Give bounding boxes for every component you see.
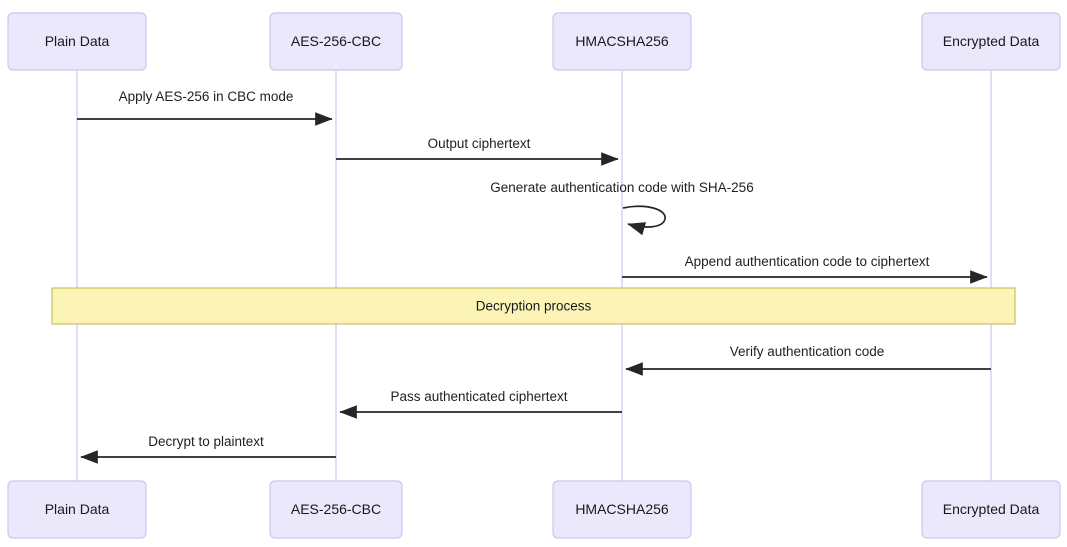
participant-label: HMACSHA256 xyxy=(575,501,669,517)
lifelines xyxy=(76,71,992,481)
participant-box[interactable] xyxy=(921,12,1061,71)
participant-box[interactable] xyxy=(7,12,147,71)
participant-label: Encrypted Data xyxy=(943,33,1040,49)
message-apply-aes[interactable]: Apply AES-256 in CBC mode xyxy=(77,89,333,126)
participant-top-hmacsha256[interactable]: HMACSHA256 xyxy=(552,12,692,71)
participant-box[interactable] xyxy=(269,12,403,71)
message-label: Generate authentication code with SHA-25… xyxy=(490,180,753,195)
message-label: Apply AES-256 in CBC mode xyxy=(119,89,294,104)
note-box xyxy=(51,287,1016,325)
participants-top: Plain Data AES-256-CBC HMACSHA256 Encryp… xyxy=(7,12,1061,71)
participant-label: Plain Data xyxy=(45,501,110,517)
participant-label: Plain Data xyxy=(45,33,110,49)
participant-bottom-encrypted-data[interactable]: Encrypted Data xyxy=(921,480,1061,539)
message-label: Output ciphertext xyxy=(428,136,531,151)
participant-top-plain-data[interactable]: Plain Data xyxy=(7,12,147,71)
participant-box[interactable] xyxy=(269,480,403,539)
message-decrypt-to-plaintext[interactable]: Decrypt to plaintext xyxy=(80,434,336,464)
message-generate-auth-code[interactable]: Generate authentication code with SHA-25… xyxy=(490,180,754,236)
message-label: Decrypt to plaintext xyxy=(148,434,264,449)
message-verify-auth-code[interactable]: Verify authentication code xyxy=(625,344,991,376)
participant-bottom-hmacsha256[interactable]: HMACSHA256 xyxy=(552,480,692,539)
participant-box[interactable] xyxy=(7,480,147,539)
message-output-ciphertext[interactable]: Output ciphertext xyxy=(336,136,619,166)
participant-bottom-plain-data[interactable]: Plain Data xyxy=(7,480,147,539)
note-label: Decryption process xyxy=(476,299,592,314)
participant-label: AES-256-CBC xyxy=(291,33,381,49)
participant-box[interactable] xyxy=(552,480,692,539)
participant-box[interactable] xyxy=(552,12,692,71)
participant-top-aes-256-cbc[interactable]: AES-256-CBC xyxy=(269,12,403,71)
message-pass-authenticated-ciphertext[interactable]: Pass authenticated ciphertext xyxy=(339,389,622,419)
note-decryption-process: Decryption process xyxy=(51,287,1016,325)
self-loop-arrow[interactable] xyxy=(622,205,666,236)
message-label: Pass authenticated ciphertext xyxy=(390,389,567,404)
participants-bottom: Plain Data AES-256-CBC HMACSHA256 Encryp… xyxy=(7,480,1061,539)
participant-label: HMACSHA256 xyxy=(575,33,669,49)
message-label: Verify authentication code xyxy=(730,344,885,359)
participant-top-encrypted-data[interactable]: Encrypted Data xyxy=(921,12,1061,71)
participant-box[interactable] xyxy=(921,480,1061,539)
participant-bottom-aes-256-cbc[interactable]: AES-256-CBC xyxy=(269,480,403,539)
message-append-auth-code[interactable]: Append authentication code to ciphertext xyxy=(622,254,988,284)
participant-label: Encrypted Data xyxy=(943,501,1040,517)
participant-label: AES-256-CBC xyxy=(291,501,381,517)
message-label: Append authentication code to ciphertext xyxy=(685,254,930,269)
